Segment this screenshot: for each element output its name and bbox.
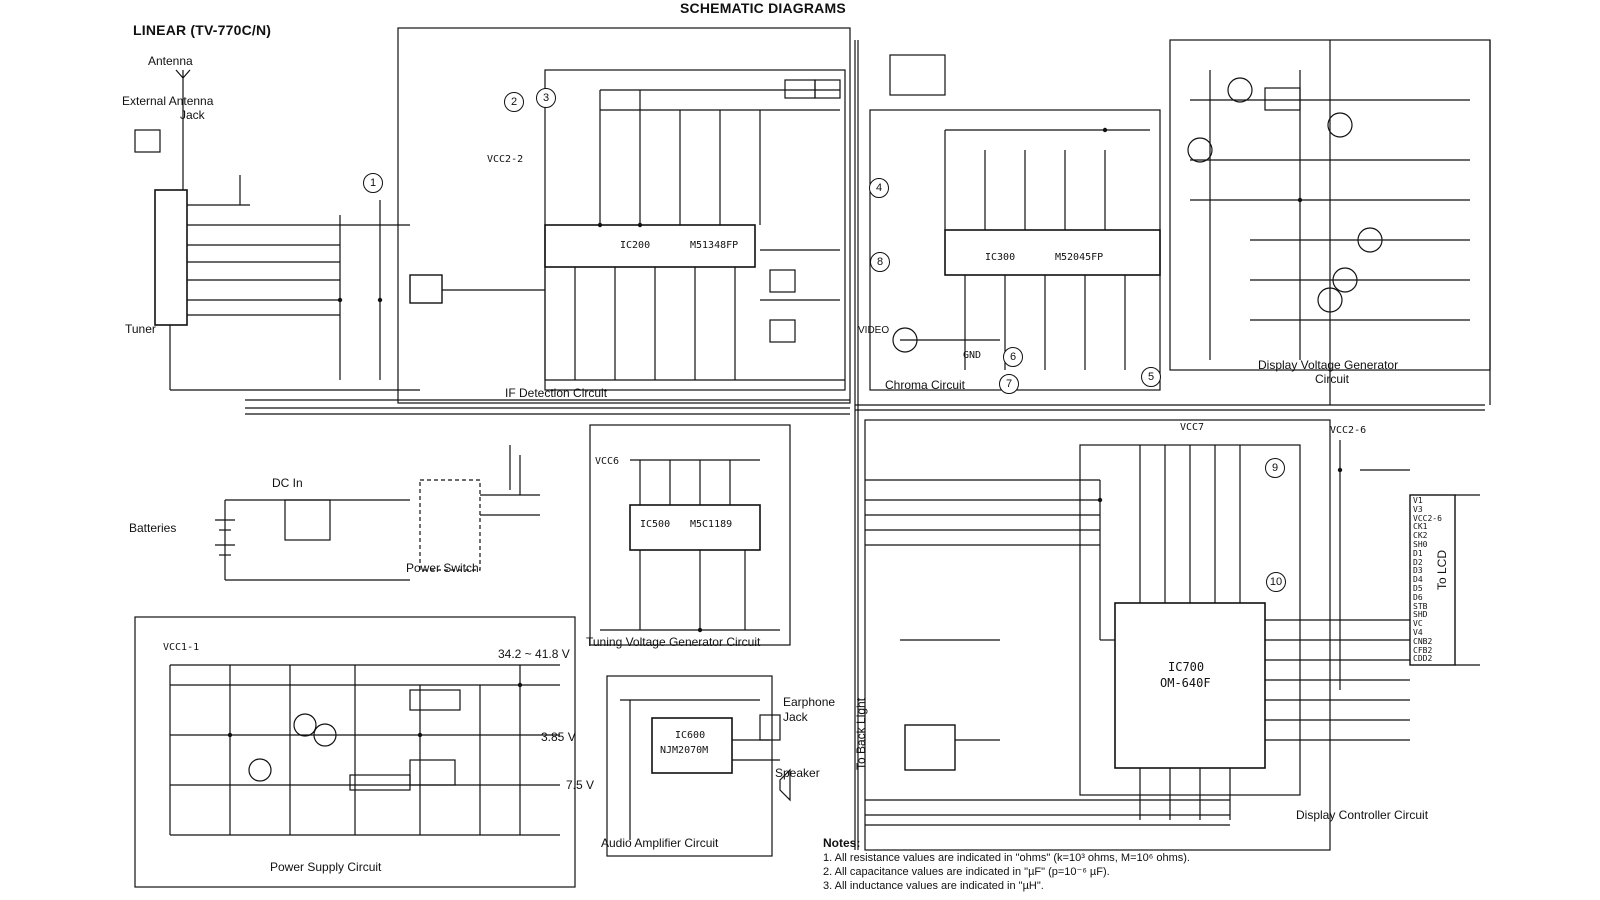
note-item-1: 1. All resistance values are indicated i… [823,852,1190,864]
callout-4: 4 [869,178,889,198]
callout-1: 1 [363,173,383,193]
ic300-body [944,229,1161,276]
to-back-light-label: To Back Light [854,697,868,770]
lcd-pin-label: CFB2 [1413,645,1433,655]
callout-6: 6 [1003,347,1023,367]
display-controller-label: Display Controller Circuit [1296,808,1429,822]
callout-10: 10 [1266,572,1286,592]
batteries-label: Batteries [129,521,177,535]
vcc1-1-label: VCC1-1 [163,642,200,653]
video-input-label: VIDEO [858,325,890,336]
power-supply-label: Power Supply Circuit [270,860,382,874]
note-item-3: 3. All inductance values are indicated i… [823,880,1044,892]
earphone-jack-label: Earphone [783,695,836,709]
ic500-body [629,504,761,551]
to-lcd-label: To LCD [1435,549,1449,590]
page-title: SCHEMATIC DIAGRAMS [680,0,846,16]
notes-block: Notes: 1. All resistance values are indi… [823,836,1190,893]
ic500-part: M5C1189 [690,519,733,530]
tuner-body [154,189,188,326]
ic600-part: NJM2070M [660,745,709,756]
voltage-label-2: 3.85 V [541,730,576,744]
lcd-pin-label: SHD [1413,610,1428,620]
note-item-2: 2. All capacitance values are indicated … [823,866,1110,878]
back-light-connector [904,724,956,771]
lcd-pin-label: CK2 [1413,531,1428,541]
callout-3: 3 [536,88,556,108]
lcd-pin-label: SH0 [1413,540,1428,549]
callout-9: 9 [1265,458,1285,478]
callout-2: 2 [504,92,524,112]
external-antenna-jack-label-2: Jack [180,108,205,122]
saw-filter [409,274,443,304]
if-detection-label: IF Detection Circuit [505,386,608,400]
power-switch-label: Power Switch [406,561,479,575]
voltage-label-1: 34.2 ~ 41.8 V [498,647,570,661]
lcd-pin-label: STB [1413,601,1428,611]
lcd-pin-label: D5 [1413,584,1423,593]
ic200-part: M51348FP [690,240,739,251]
ic300-part: M52045FP [1055,252,1104,263]
callout-7: 7 [999,374,1019,394]
voltage-label-3: 7.5 V [566,778,595,792]
lcd-pin-label: VCC2-6 [1413,513,1442,523]
ic500-name: IC500 [640,519,671,530]
if-detection-block [397,27,851,404]
lcd-pin-label: D2 [1413,557,1423,567]
vcc2-2-label: VCC2-2 [487,154,524,165]
ic700-part: OM-640F [1160,676,1211,690]
audio-amp-block [606,675,773,857]
lcd-pin-label: CK1 [1413,522,1428,532]
audio-amplifier-label: Audio Amplifier Circuit [601,836,719,850]
antenna-label: Antenna [148,54,193,68]
tuner-label: Tuner [125,322,156,336]
callout-5: 5 [1141,367,1161,387]
external-antenna-jack-label: External Antenna [122,94,214,108]
lcd-pin-label: V3 [1413,504,1423,514]
dc-in-label: DC In [272,476,303,490]
tuning-voltage-block [589,424,791,646]
lcd-pin-label: D4 [1413,575,1423,585]
ic200-body [544,224,756,268]
speaker-label: Speaker [775,766,820,780]
lcd-pin-label: D6 [1413,592,1423,602]
lcd-pin-label: V4 [1413,628,1423,637]
earphone-jack-label-2: Jack [783,710,808,724]
ic200-name: IC200 [620,240,651,251]
display-voltage-generator-label-2: Circuit [1315,372,1350,386]
lcd-pin-label: V1 [1413,496,1423,505]
ic700-name: IC700 [1168,660,1205,674]
lcd-pin-label: CDD2 [1413,654,1433,664]
vcc2-6-label: VCC2-6 [1330,425,1367,436]
tuning-voltage-generator-label: Tuning Voltage Generator Circuit [586,635,761,649]
ic300-name: IC300 [985,252,1016,263]
lcd-pin-label: CNB2 [1413,636,1433,646]
lcd-connector [1409,494,1456,666]
vcc6-label: VCC6 [595,456,620,467]
display-voltage-generator-label: Display Voltage Generator [1258,358,1399,372]
ic600-name: IC600 [675,730,706,741]
chroma-label: Chroma Circuit [885,378,966,392]
lcd-pin-label: VC [1413,619,1423,629]
model-label: LINEAR (TV-770C/N) [133,22,272,38]
notes-title: Notes: [823,836,861,850]
power-supply-block [134,616,576,888]
callout-8: 8 [870,252,890,272]
vcc7-label: VCC7 [1180,422,1205,433]
lcd-pin-label: D3 [1413,566,1423,576]
ic600-body [651,717,733,774]
gnd-label: GND [963,350,982,361]
display-controller-block [864,419,1331,851]
lcd-pin-label: D1 [1413,548,1423,558]
